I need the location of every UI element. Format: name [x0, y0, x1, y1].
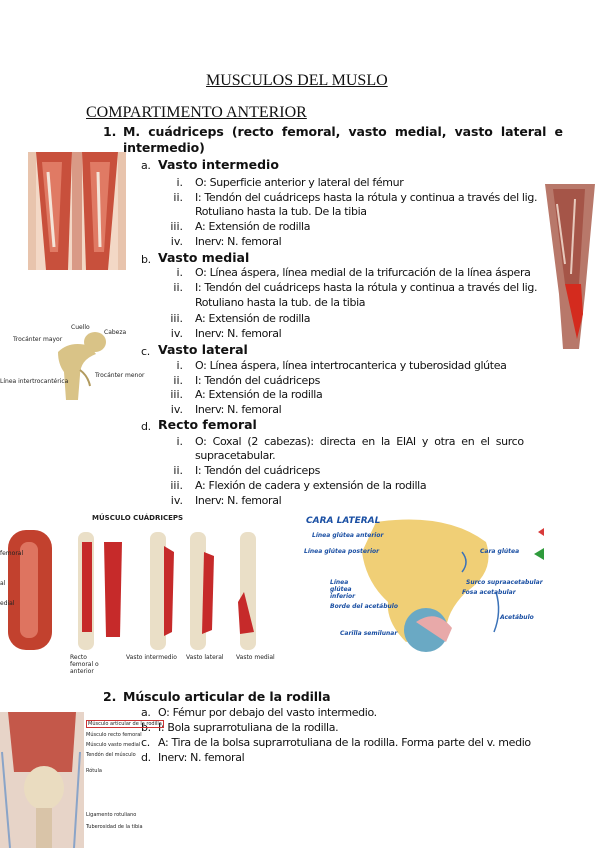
- femur-label-linea: Línea intertrocantérica: [0, 378, 69, 385]
- quadriceps-figure-title: MÚSCULO CUÁDRICEPS: [92, 514, 184, 522]
- sub-a-letter: a.: [141, 159, 151, 172]
- item-2-a-letter: a.: [141, 706, 151, 719]
- vasto-lateral-insertion: I: Tendón del cuádriceps: [195, 374, 320, 387]
- quad-left-label-3: edial: [0, 600, 15, 607]
- vasto-medial-origin: O: Línea áspera, línea medial de la trif…: [195, 266, 531, 279]
- vasto-lateral-origin: O: Línea áspera, línea intertrocanterica…: [195, 359, 507, 372]
- hip-label-1: Línea glútea anterior: [312, 532, 384, 539]
- recto-femoral-origin-2: supracetabular.: [195, 449, 276, 462]
- hip-label-7: Borde del acetábulo: [330, 603, 398, 610]
- sub-a-title: Vasto intermedio: [158, 157, 279, 172]
- vasto-intermedio-nerve: Inerv: N. femoral: [195, 235, 282, 248]
- sub-d-title: Recto femoral: [158, 417, 257, 432]
- roman-i: i.: [176, 359, 183, 372]
- vasto-intermedio-origin: O: Superficie anterior y lateral del fém…: [195, 176, 404, 189]
- quad-caption-2: Vasto intermedio: [126, 654, 177, 661]
- knee-label-1: Músculo recto femoral: [86, 732, 142, 738]
- hip-label-2: Línea glútea posterior: [304, 548, 380, 555]
- item-2-c-letter: c.: [141, 736, 150, 749]
- roman-iii: iii.: [170, 220, 183, 233]
- knee-label-3: Tendón del músculo: [86, 752, 136, 758]
- knee-figure: Músculo articular de la rodilla Músculo …: [0, 712, 164, 848]
- roman-i: i.: [176, 176, 183, 189]
- roman-i: i.: [176, 435, 183, 448]
- roman-iii: iii.: [170, 312, 183, 325]
- recto-femoral-action: A: Flexión de cadera y extensión de la r…: [195, 479, 427, 492]
- knee-label-highlight: Músculo articular de la rodilla: [86, 720, 164, 728]
- sub-c-title: Vasto lateral: [158, 342, 248, 357]
- roman-iv: iv.: [170, 494, 183, 507]
- item-2-number: 2.: [103, 689, 117, 704]
- quad-caption-3: Vasto lateral: [186, 654, 224, 661]
- articular-nerve: Inerv: N. femoral: [158, 751, 245, 764]
- vasto-medial-nerve: Inerv: N. femoral: [195, 327, 282, 340]
- vasto-medial-insertion-1: I: Tendón del cuádriceps hasta la rótula…: [195, 281, 538, 294]
- knee-label-6: Tuberosidad de la tibia: [86, 824, 143, 830]
- roman-iv: iv.: [170, 327, 183, 340]
- sub-d-letter: d.: [141, 420, 151, 433]
- roman-iv: iv.: [170, 403, 183, 416]
- hip-label-3: Cara glútea: [480, 548, 520, 555]
- roman-ii: ii.: [173, 191, 183, 204]
- femur-label-cuello: Cuello: [71, 324, 90, 331]
- femur-head-image: [58, 332, 106, 400]
- femur-label-trocanter-menor: Trocánter menor: [95, 372, 145, 379]
- sub-c-letter: c.: [141, 345, 150, 358]
- item-1-heading-line1: M. cuádriceps (recto femoral, vasto medi…: [123, 124, 563, 139]
- vasto-medial-action: A: Extensión de rodilla: [195, 312, 311, 325]
- vasto-medial-insertion-2: Rotuliano hasta la tub. de la tibia: [195, 296, 366, 309]
- quad-caption-4: Vasto medial: [236, 654, 275, 661]
- roman-ii: ii.: [173, 464, 183, 477]
- hip-bone-figure: CARA LATERAL Línea glútea anterior Línea…: [296, 512, 544, 652]
- roman-iv: iv.: [170, 235, 183, 248]
- hip-label-5: Surco supraacetabular: [466, 579, 543, 586]
- hip-figure-title: CARA LATERAL: [306, 516, 381, 526]
- hip-label-4: Línea glútea inferior: [330, 579, 356, 600]
- femur-label-cabeza: Cabeza: [104, 329, 127, 336]
- roman-i: i.: [176, 266, 183, 279]
- item-1-number: 1.: [103, 124, 117, 139]
- recto-femoral-nerve: Inerv: N. femoral: [195, 494, 282, 507]
- recto-femoral-origin-1: O: Coxal (2 cabezas): directa en la EIAI…: [195, 435, 524, 448]
- vasto-lateral-nerve: Inerv: N. femoral: [195, 403, 282, 416]
- item-2-heading: Músculo articular de la rodilla: [123, 689, 331, 704]
- item-2-d-letter: d.: [141, 751, 151, 764]
- hip-label-9: Carilla semilunar: [340, 630, 398, 637]
- articular-origin: O: Fémur por debajo del vasto intermedio…: [158, 706, 377, 719]
- hip-label-8: Acetábulo: [500, 614, 534, 621]
- vasto-intermedio-insertion-1: I: Tendón del cuádriceps hasta la rótula…: [195, 191, 538, 204]
- femur-label-trocanter-mayor: Trocánter mayor: [13, 336, 63, 343]
- recto-femoral-insertion: I: Tendón del cuádriceps: [195, 464, 320, 477]
- knee-label-2: Músculo vasto medial: [86, 742, 141, 748]
- articular-insertion: I: Bola suprarrotuliana de la rodilla.: [158, 721, 339, 734]
- quad-left-label-1: femoral: [0, 550, 24, 557]
- sub-b-title: Vasto medial: [158, 250, 250, 265]
- sub-b-letter: b.: [141, 253, 151, 266]
- vasto-intermedio-action: A: Extensión de rodilla: [195, 220, 311, 233]
- roman-ii: ii.: [173, 281, 183, 294]
- knee-label-5: Ligamento rotuliano: [86, 812, 137, 818]
- thigh-muscles-image: [28, 152, 126, 270]
- hip-label-6: Fosa acetabular: [462, 589, 516, 596]
- vasto-lateral-action: A: Extensión de la rodilla: [195, 388, 323, 401]
- roman-iii: iii.: [170, 388, 183, 401]
- page-title: MUSCULOS DEL MUSLO: [206, 72, 388, 89]
- item-1-heading-line2: intermedio): [123, 140, 205, 155]
- quadriceps-figure: MÚSCULO CUÁDRICEPS femoral al edial Rect…: [0, 512, 290, 675]
- section-heading: COMPARTIMENTO ANTERIOR: [86, 104, 307, 121]
- quad-caption-1: Recto femoral o anterior: [70, 654, 99, 675]
- leg-muscles-image: [545, 184, 595, 349]
- vasto-intermedio-insertion-2: Rotuliano hasta la tub. De la tibia: [195, 205, 367, 218]
- roman-ii: ii.: [173, 374, 183, 387]
- knee-label-4: Rótula: [86, 768, 102, 774]
- articular-action: A: Tira de la bolsa suprarrotuliana de l…: [158, 736, 531, 749]
- roman-iii: iii.: [170, 479, 183, 492]
- quad-left-label-2: al: [0, 580, 6, 587]
